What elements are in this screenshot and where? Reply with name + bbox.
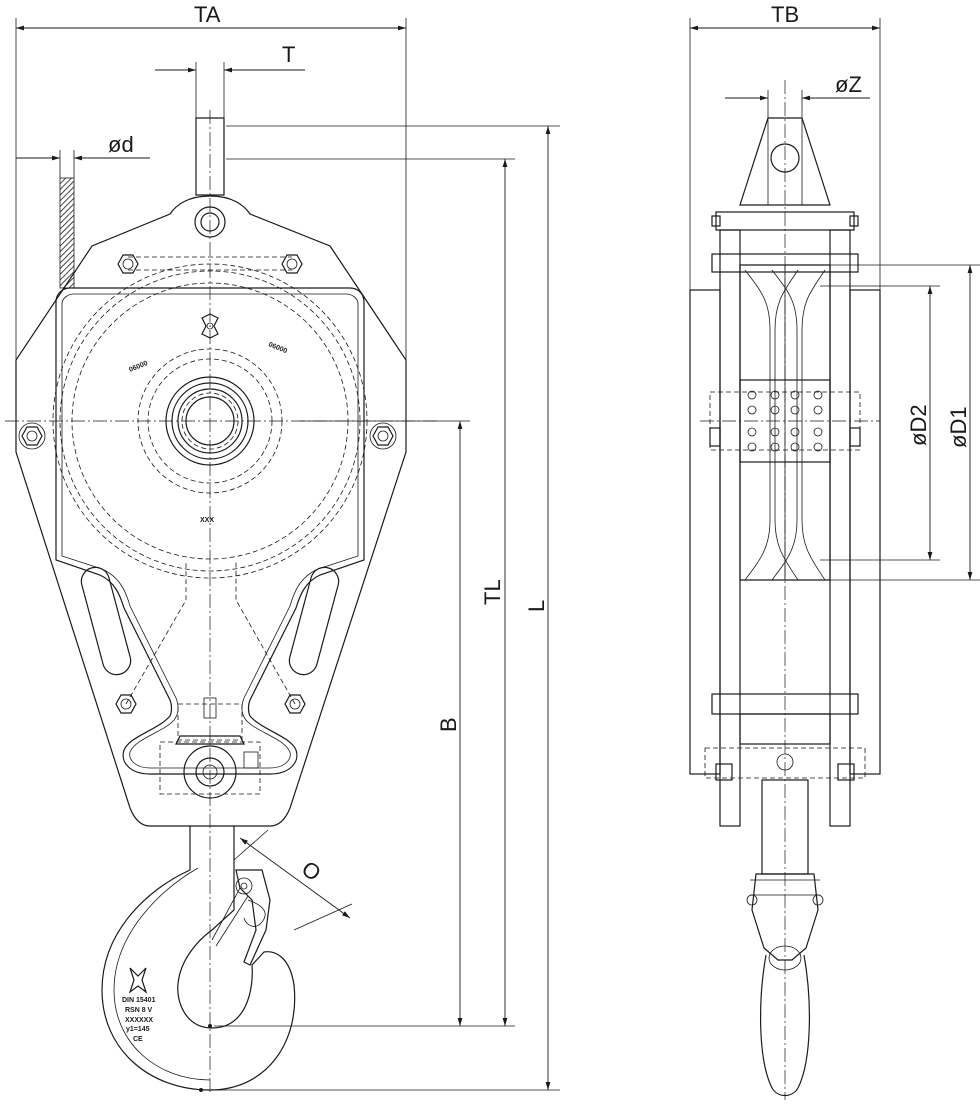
right-slot: [288, 566, 340, 676]
side-plate-right: [829, 229, 851, 827]
manufacturer-logo: [201, 313, 219, 339]
hook-mark-2: RSN 8 V: [125, 1007, 153, 1014]
side-top-eye-hole: [770, 143, 800, 173]
hook-logo: [128, 967, 148, 994]
side-plate-left-outer: [689, 289, 721, 775]
side-swivel-hidden: [704, 747, 866, 779]
swivel-housing-hidden: [159, 741, 261, 795]
dim-label-tb: TB: [771, 2, 799, 27]
hook-seat-point: [208, 1024, 212, 1028]
sheave-1-right-flange: [774, 269, 799, 581]
plate-mark-center: XXX: [200, 517, 214, 524]
swivel-pin-inner: [202, 764, 218, 780]
side-swivel-pin: [776, 753, 794, 771]
bolt-mid-right: [369, 422, 397, 450]
axle-nut-right: [849, 427, 861, 447]
sheave-2-left-flange: [771, 269, 798, 581]
plate-mark-right: 06000: [267, 341, 288, 355]
axle-hidden-side: [709, 391, 861, 451]
bolt-top-left: [117, 254, 139, 274]
top-eye-pin-inner: [200, 212, 220, 232]
cover-plate: [55, 287, 365, 775]
sheave-1-left-flange: [744, 269, 771, 581]
axle-nut-left: [709, 427, 721, 447]
side-top-crossbar: [715, 211, 855, 231]
dim-label-t: T: [282, 42, 295, 67]
bolt-top-right: [281, 254, 303, 274]
sheave-2-right-flange: [801, 269, 826, 581]
dim-label-tl: TL: [480, 579, 505, 605]
hook-inner-contour: [113, 867, 211, 1081]
hook-mark-4: y1=145: [126, 1026, 150, 1033]
side-plate-outline: [15, 195, 407, 827]
top-eye-pin: [194, 206, 226, 238]
side-plate-left: [719, 229, 741, 827]
left-strut-hidden: [125, 560, 187, 705]
left-slot: [80, 566, 132, 676]
hook: DIN 15401 RSN 8 V XXXXXX y1=145 CE: [101, 826, 296, 1092]
hook-mark-1: DIN 15401: [122, 997, 156, 1004]
grease-nipple: [203, 697, 217, 719]
plate-mark-left: 06000: [128, 360, 149, 374]
swivel-washer: [175, 735, 245, 745]
bolts: [18, 254, 397, 714]
dim-label-d2: øD2: [906, 404, 931, 446]
rope: [59, 177, 75, 289]
hub-outer: [165, 376, 255, 466]
bolt-low-left: [115, 694, 137, 714]
side-hook-tip: [760, 954, 810, 1097]
dim-label-o: O: [297, 856, 326, 886]
top-eye-bar: [195, 117, 225, 196]
hub-hidden: [147, 358, 273, 484]
hook-mark-3: XXXXXX: [125, 1017, 153, 1024]
hook-mark-5: CE: [133, 1036, 143, 1043]
crosshead-hidden: [177, 703, 243, 741]
side-latch-springs: [750, 879, 820, 896]
axle-hub-side: [739, 379, 831, 463]
side-crosshead: [739, 713, 831, 745]
o-ext-1: [233, 829, 269, 861]
axle-bore: [185, 396, 235, 446]
o-ext-2: [293, 903, 353, 931]
cover-plate-inner-edge: [61, 293, 359, 769]
right-strut-hidden: [235, 560, 296, 705]
axle-hidden: [181, 392, 239, 450]
dim-label-d1: øD1: [946, 406, 971, 448]
o-dim-line: [239, 837, 351, 919]
hub-spline: [177, 388, 243, 454]
swivel-pin: [195, 757, 225, 787]
side-hook-latch-end: [768, 945, 802, 971]
dim-label-l: L: [524, 600, 549, 612]
bolt-mid-left: [18, 422, 46, 450]
bearing-balls: [747, 390, 823, 452]
hook-body: [101, 826, 296, 1091]
front-dimensions: TA T ød L TL B O: [15, 2, 560, 1091]
side-dimensions: TB øZ øD1 øD2: [689, 2, 980, 581]
swivel-ring: [183, 745, 237, 799]
front-view: 06000 06000 XXX DIN 15401 RSN 8 V XXXXXX…: [5, 110, 440, 1095]
dim-label-d: ød: [108, 132, 134, 157]
dim-label-b: B: [436, 717, 461, 732]
locking-plate: [243, 751, 259, 769]
side-plate-right-outer: [849, 289, 881, 775]
hook-bottom-point: [199, 1088, 203, 1092]
dim-label-ta: TA: [194, 2, 221, 27]
bearing-hidden: [137, 348, 283, 494]
dim-label-z: øZ: [835, 72, 862, 97]
side-view: [689, 80, 881, 1100]
side-hook-latch-body: [751, 873, 819, 961]
latch-spring: [211, 887, 249, 947]
hub-ring: [171, 382, 249, 460]
